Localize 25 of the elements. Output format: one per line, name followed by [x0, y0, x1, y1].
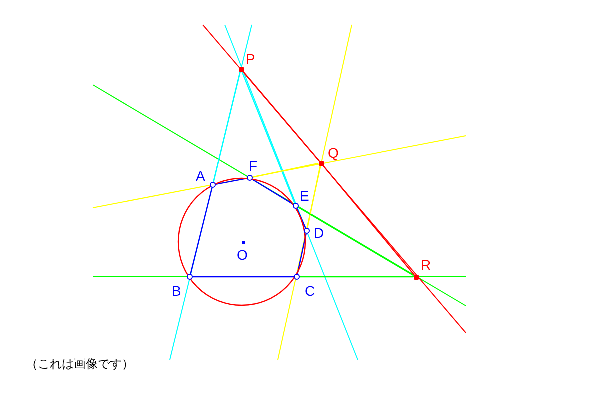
line-segment	[252, 162, 319, 178]
point-label: C	[305, 284, 316, 298]
point-label: R	[421, 258, 432, 272]
caption: （これは画像です）	[26, 356, 134, 373]
line-segment	[300, 276, 414, 278]
point-label: O	[237, 248, 248, 262]
line-segment	[297, 234, 307, 274]
line-segment	[193, 276, 294, 278]
line-segment	[298, 207, 414, 276]
point-label: Q	[328, 146, 339, 160]
point-label: P	[246, 52, 256, 66]
point-label: F	[249, 159, 258, 173]
line-segment	[296, 208, 306, 228]
line-segment	[241, 71, 296, 204]
line-segment	[242, 70, 320, 162]
line-segment	[190, 188, 213, 274]
point-label: D	[314, 226, 324, 240]
line-segment	[252, 179, 294, 205]
point-label: B	[172, 284, 182, 298]
line-segment	[322, 164, 415, 276]
line-segment	[213, 71, 241, 182]
point-label: E	[300, 189, 310, 203]
line-segment	[216, 178, 248, 186]
point-label: A	[196, 169, 206, 183]
line-segment	[307, 165, 322, 228]
